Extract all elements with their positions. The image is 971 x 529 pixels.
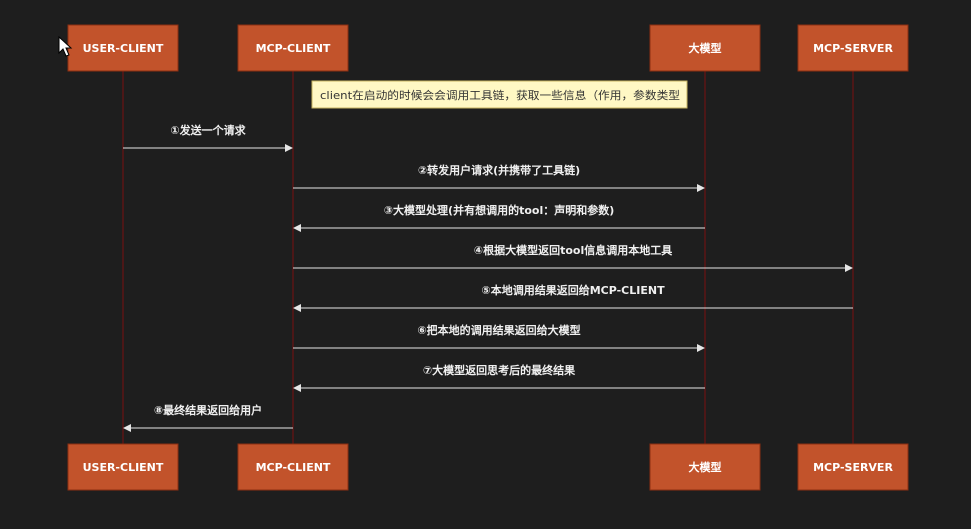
actor-label: USER-CLIENT bbox=[83, 42, 164, 55]
mouse-cursor-icon bbox=[58, 35, 73, 57]
actor-top-llm: 大模型 bbox=[649, 24, 761, 72]
actor-label: 大模型 bbox=[689, 41, 722, 55]
actor-top-user-client: USER-CLIENT bbox=[67, 24, 179, 72]
message-label: ①发送一个请求 bbox=[170, 123, 246, 137]
message-2: ②转发用户请求(并携带了工具链) bbox=[293, 163, 705, 192]
actor-box bbox=[797, 443, 909, 491]
actor-label: MCP-CLIENT bbox=[256, 42, 331, 55]
actor-box bbox=[797, 24, 909, 72]
actor-bottom-user-client: USER-CLIENT bbox=[67, 443, 179, 491]
message-3: ③大模型处理(并有想调用的tool：声明和参数) bbox=[293, 203, 705, 232]
actor-top-mcp-client: MCP-CLIENT bbox=[237, 24, 349, 72]
message-label: ②转发用户请求(并携带了工具链) bbox=[418, 163, 580, 177]
message-1: ①发送一个请求 bbox=[123, 123, 293, 152]
message-label: ⑥把本地的调用结果返回给大模型 bbox=[417, 323, 580, 337]
message-6: ⑥把本地的调用结果返回给大模型 bbox=[293, 323, 705, 352]
actor-bottom-llm: 大模型 bbox=[649, 443, 761, 491]
actor-box bbox=[237, 24, 349, 72]
note: client在启动的时候会会调用工具链，获取一些信息（作用，参数类型 bbox=[311, 80, 688, 109]
note-box bbox=[311, 80, 688, 109]
note-text: client在启动的时候会会调用工具链，获取一些信息（作用，参数类型 bbox=[320, 88, 680, 102]
actor-label: MCP-SERVER bbox=[813, 42, 893, 55]
message-label: ④根据大模型返回tool信息调用本地工具 bbox=[474, 243, 672, 257]
message-8: ⑧最终结果返回给用户 bbox=[123, 403, 293, 432]
message-7: ⑦大模型返回思考后的最终结果 bbox=[293, 363, 705, 392]
message-label: ⑦大模型返回思考后的最终结果 bbox=[423, 363, 575, 377]
message-label: ③大模型处理(并有想调用的tool：声明和参数) bbox=[384, 203, 615, 217]
actor-box bbox=[237, 443, 349, 491]
actor-label: MCP-SERVER bbox=[813, 461, 893, 474]
actor-label: USER-CLIENT bbox=[83, 461, 164, 474]
message-5: ⑤本地调用结果返回给MCP-CLIENT bbox=[293, 283, 853, 312]
actor-box bbox=[67, 24, 179, 72]
message-4: ④根据大模型返回tool信息调用本地工具 bbox=[293, 243, 853, 272]
actor-label: MCP-CLIENT bbox=[256, 461, 331, 474]
actor-bottom-mcp-server: MCP-SERVER bbox=[797, 443, 909, 491]
message-label: ⑤本地调用结果返回给MCP-CLIENT bbox=[481, 283, 665, 297]
actor-bottom-mcp-client: MCP-CLIENT bbox=[237, 443, 349, 491]
actor-top-mcp-server: MCP-SERVER bbox=[797, 24, 909, 72]
actor-box bbox=[649, 24, 761, 72]
actor-label: 大模型 bbox=[689, 460, 722, 474]
message-label: ⑧最终结果返回给用户 bbox=[154, 403, 262, 417]
actor-box bbox=[649, 443, 761, 491]
actor-box bbox=[67, 443, 179, 491]
